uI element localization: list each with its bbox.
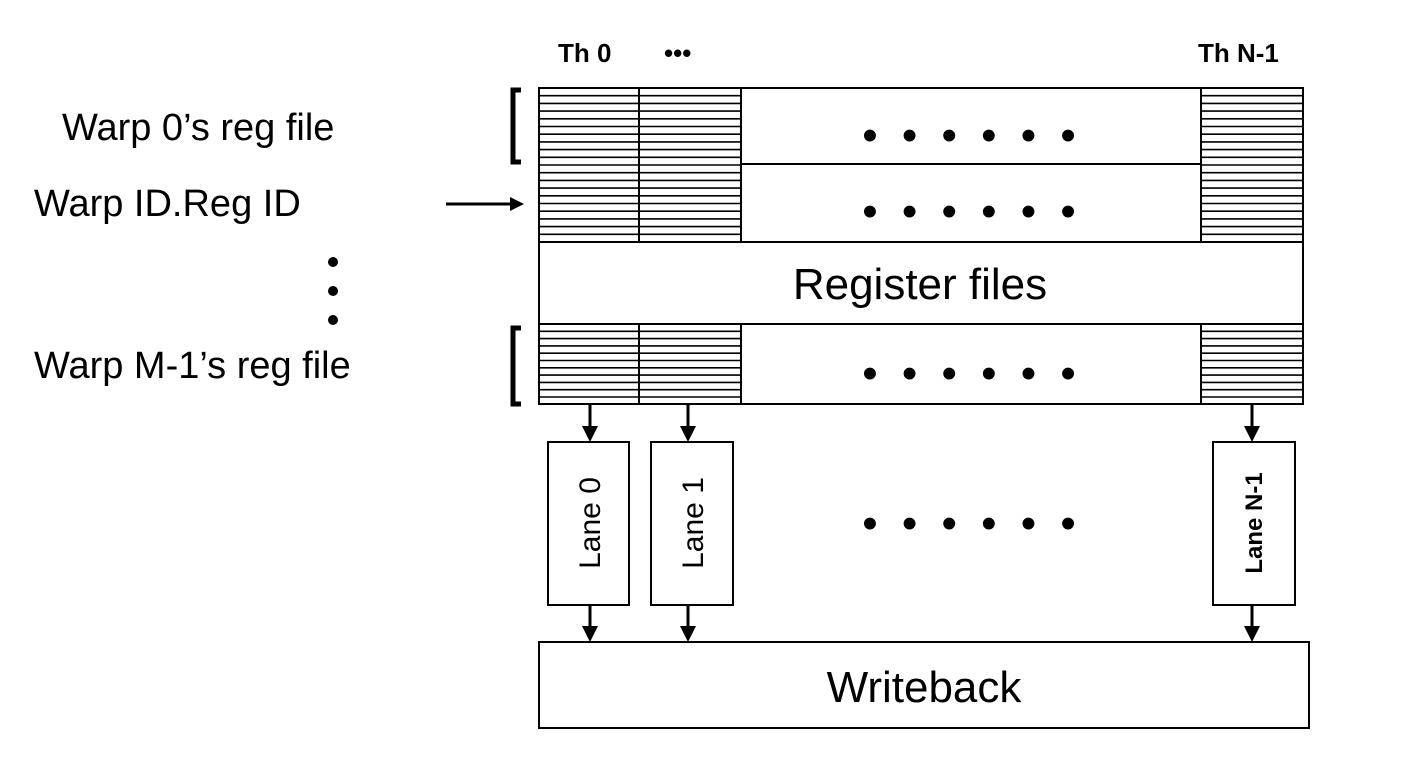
register-files-label: Register files [793,260,1047,309]
thread-register-stripes-top [538,87,1304,243]
lane-ellipsis: • • • • • • [862,499,1082,548]
arrowhead-lane-n1 [1244,426,1260,442]
thread-register-column [538,323,640,405]
arrowhead-wb0 [582,626,598,642]
lane1-label: Lane 1 [677,477,710,569]
warp-m1-brace [510,325,521,407]
thread-register-column [638,323,742,405]
row-ellipsis-3: • • • • • • [862,349,1082,398]
lane1-box [650,441,734,606]
lane0-label: Lane 0 [574,477,607,569]
lane-n1-box [1212,441,1296,606]
warp-id-reg-id-label: Warp ID.Reg ID [34,183,301,225]
th-ellipsis-header: ••• [664,38,691,68]
warp-m1-reg-file-label: Warp M-1’s reg file [34,345,351,387]
thread-register-stripes-bottom [538,323,1304,405]
vertical-ellipsis [328,257,338,325]
arrowhead-lane0 [582,426,598,442]
row-ellipsis-2: • • • • • • [862,187,1082,236]
arrowhead-wb1 [680,626,696,642]
row-ellipsis-1: • • • • • • [862,111,1082,160]
writeback-box [538,641,1310,729]
th-n1-header: Th N-1 [1198,38,1279,68]
reg-id-arrowhead [510,197,524,211]
register-files-box [538,241,1304,325]
thread-register-column [1200,323,1304,405]
writeback-label: Writeback [827,663,1023,712]
th0-header: Th 0 [558,38,611,68]
arrowhead-lane1 [680,426,696,442]
warp0-reg-file-label: Warp 0’s reg file [62,107,334,149]
lane-n1-label: Lane N-1 [1241,472,1268,573]
arrowhead-wbn1 [1244,626,1260,642]
warp0-brace [510,87,521,165]
